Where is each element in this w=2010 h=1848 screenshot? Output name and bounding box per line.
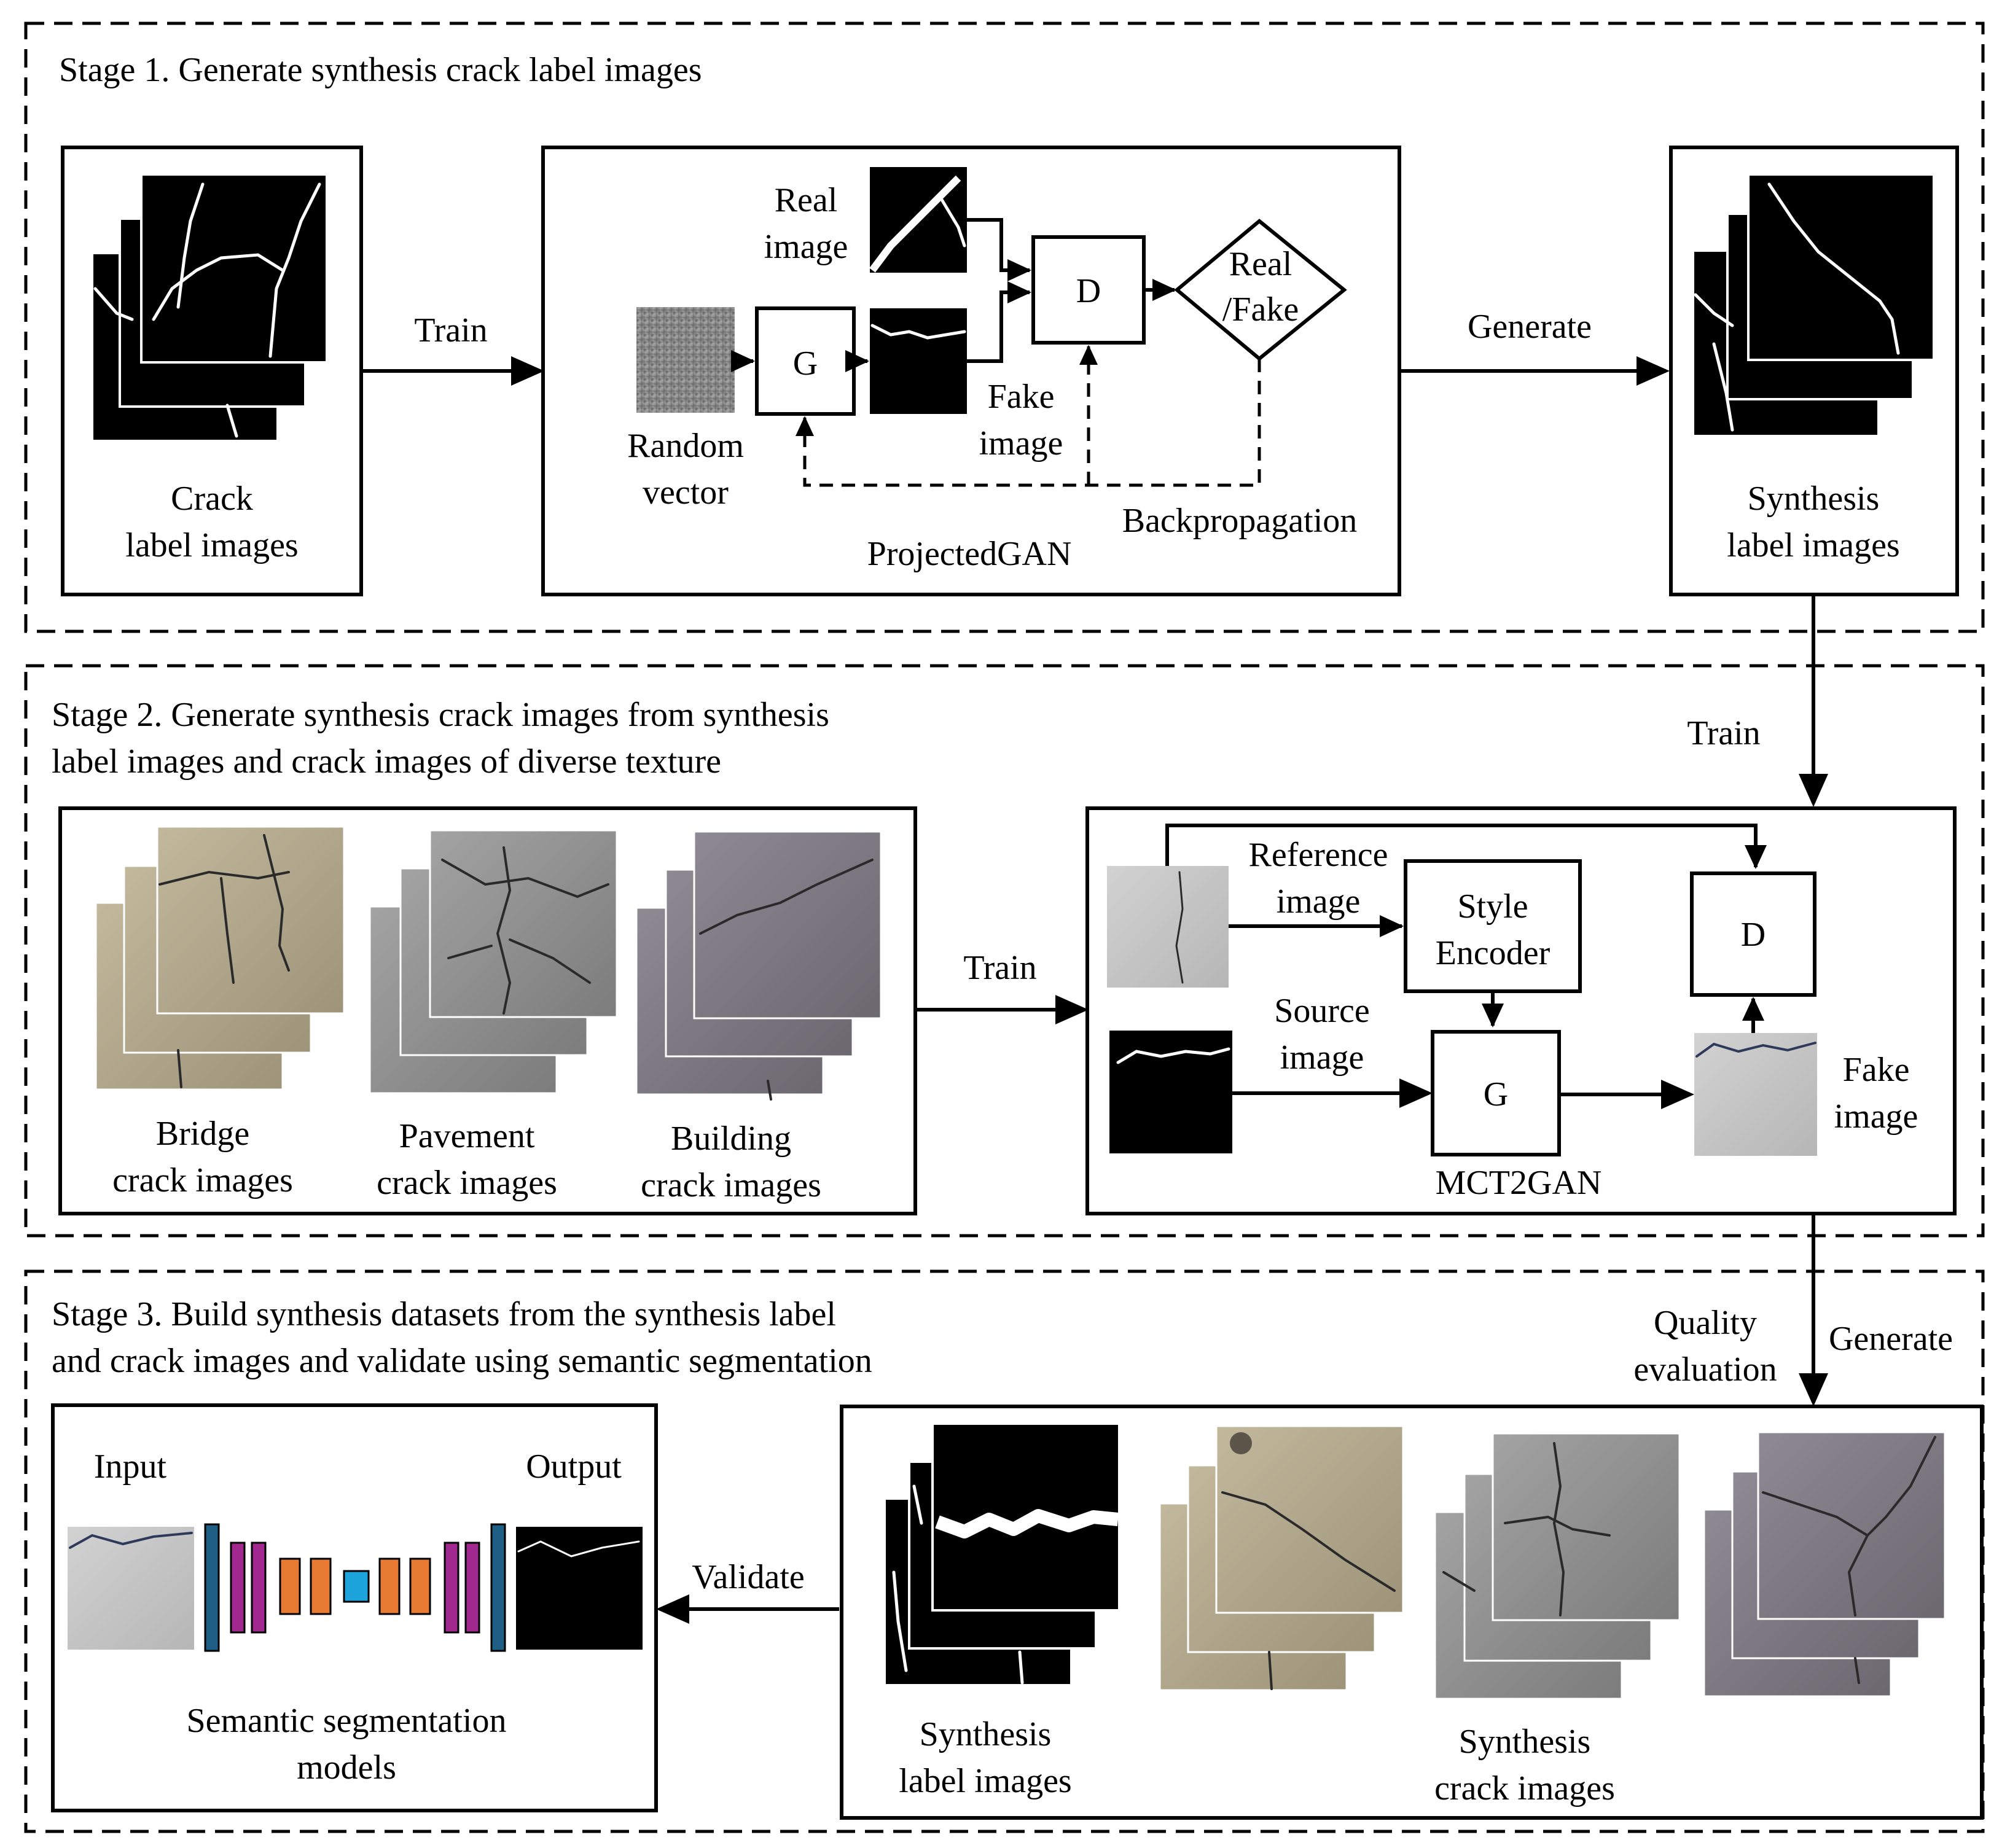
backprop-to-g-arrow bbox=[796, 359, 1261, 487]
stage-2-title-2: label images and crack images of diverse… bbox=[52, 743, 721, 781]
decoder-block-4 bbox=[464, 1542, 480, 1634]
real-fake-label-2: /Fake bbox=[1222, 290, 1299, 329]
stage-3: Stage 3. Build synthesis datasets from t… bbox=[24, 1269, 1985, 1833]
stage-2-title-1: Stage 2. Generate synthesis crack images… bbox=[52, 696, 829, 734]
real-to-d-arrow bbox=[967, 218, 1031, 281]
unet-blocks bbox=[204, 1523, 506, 1652]
real-fake-label-1: Real bbox=[1229, 245, 1292, 283]
synth-label-caption-1: Synthesis bbox=[920, 1715, 1052, 1753]
synth-bridge-stack bbox=[1159, 1425, 1404, 1691]
generate-label-stage1: Generate bbox=[1468, 308, 1592, 346]
stage-2-frame bbox=[24, 664, 1985, 1238]
building-stack bbox=[635, 830, 882, 1101]
input-label: Input bbox=[94, 1448, 167, 1486]
pavement-stack bbox=[369, 829, 618, 1094]
synth-crack-caption-1: Synthesis bbox=[1459, 1723, 1591, 1761]
seg-models-label-1: Semantic segmentation bbox=[187, 1702, 507, 1740]
mct2gan-g-box bbox=[1431, 1030, 1561, 1156]
fake-image-label-2: image bbox=[979, 424, 1063, 462]
crack-label-caption-2: label images bbox=[125, 526, 298, 564]
fake-image-label-stage2-2: image bbox=[1834, 1097, 1918, 1136]
seg-input-thumb bbox=[68, 1527, 194, 1650]
stage-1-title: Stage 1. Generate synthesis crack label … bbox=[59, 51, 702, 89]
train-label-stage2: Train bbox=[963, 949, 1036, 987]
output-label: Output bbox=[526, 1448, 622, 1486]
style-encoder-label-1: Style bbox=[1457, 887, 1528, 926]
train-label-stage1: Train bbox=[414, 311, 487, 349]
backprop-label: Backpropagation bbox=[1122, 502, 1358, 540]
stage-1: Stage 1. Generate synthesis crack label … bbox=[24, 21, 1985, 633]
building-caption-1: Building bbox=[671, 1120, 791, 1158]
fake-image-label-stage2-1: Fake bbox=[1843, 1051, 1910, 1089]
seg-output-thumb bbox=[516, 1527, 643, 1650]
generate-label-stage3: Generate bbox=[1829, 1320, 1953, 1358]
encoder-block-2 bbox=[230, 1542, 246, 1634]
synth-pavement-stack bbox=[1434, 1432, 1681, 1700]
mct2gan-label: MCT2GAN bbox=[1436, 1164, 1602, 1202]
fake-image-label-1: Fake bbox=[988, 378, 1055, 416]
style-encoder-box bbox=[1404, 859, 1582, 993]
decoder-block-1 bbox=[378, 1558, 401, 1615]
generator-g-box bbox=[755, 306, 856, 416]
synthesis-label-caption-2: label images bbox=[1727, 526, 1899, 564]
real-image-label-1: Real bbox=[775, 181, 838, 219]
train-label-right: Train bbox=[1687, 714, 1760, 752]
encoder-block-1 bbox=[204, 1523, 220, 1652]
real-image-thumb bbox=[869, 167, 967, 273]
synthesis-label-stack bbox=[1692, 173, 1935, 437]
discriminator-d-box bbox=[1031, 235, 1146, 345]
discriminator-d-label: D bbox=[1076, 272, 1101, 310]
stage-3-title-2: and crack images and validate using sema… bbox=[52, 1342, 872, 1380]
source-image-thumb bbox=[1109, 1031, 1232, 1153]
reference-to-d-arrow bbox=[1165, 824, 1767, 869]
fake-image-thumb bbox=[870, 308, 967, 414]
random-vector-label-2: vector bbox=[643, 474, 729, 512]
encoder-block-5 bbox=[310, 1558, 332, 1615]
pavement-caption-1: Pavement bbox=[399, 1117, 535, 1155]
decoder-block-2 bbox=[409, 1558, 431, 1615]
bridge-caption-2: crack images bbox=[112, 1161, 293, 1199]
random-vector-label-1: Random bbox=[627, 427, 744, 465]
stage-2: Stage 2. Generate synthesis crack images… bbox=[24, 664, 1985, 1238]
pavement-caption-2: crack images bbox=[377, 1164, 557, 1202]
style-encoder-label-2: Encoder bbox=[1436, 934, 1551, 972]
fake-image-thumb-stage2 bbox=[1694, 1033, 1817, 1156]
quality-label-2: evaluation bbox=[1633, 1351, 1777, 1389]
validate-label: Validate bbox=[692, 1558, 804, 1596]
stage-1-frame bbox=[24, 21, 1985, 633]
bridge-stack bbox=[95, 825, 345, 1091]
quality-label-1: Quality bbox=[1654, 1304, 1757, 1342]
mct2gan-d-box bbox=[1690, 871, 1816, 997]
source-label-1: Source bbox=[1274, 992, 1370, 1030]
projectedgan-label: ProjectedGAN bbox=[867, 535, 1072, 573]
bridge-caption-1: Bridge bbox=[156, 1115, 249, 1153]
building-caption-2: crack images bbox=[641, 1166, 821, 1204]
decoder-block-5 bbox=[490, 1523, 506, 1652]
crack-label-stack bbox=[91, 173, 328, 442]
bottleneck-block bbox=[343, 1570, 370, 1603]
encoder-block-3 bbox=[251, 1542, 267, 1634]
encoder-block-4 bbox=[279, 1558, 301, 1615]
crack-label-caption-1: Crack bbox=[171, 480, 253, 518]
reference-image-thumb bbox=[1107, 866, 1229, 988]
synth-crack-caption-2: crack images bbox=[1434, 1769, 1615, 1807]
mct2gan-d-label: D bbox=[1741, 916, 1766, 954]
synth-building-stack bbox=[1703, 1431, 1946, 1698]
reference-label-2: image bbox=[1277, 883, 1361, 921]
reference-label-1: Reference bbox=[1249, 836, 1388, 874]
synth-label-caption-2: label images bbox=[899, 1762, 1071, 1800]
seg-models-label-2: models bbox=[297, 1749, 396, 1787]
generator-g-label: G bbox=[793, 345, 818, 383]
stage-3-title-1: Stage 3. Build synthesis datasets from t… bbox=[52, 1295, 836, 1333]
random-vector-thumb bbox=[636, 307, 735, 413]
real-image-label-2: image bbox=[764, 228, 848, 266]
mct2gan-g-label: G bbox=[1484, 1075, 1508, 1113]
synthesis-label-caption-1: Synthesis bbox=[1748, 480, 1880, 518]
source-label-2: image bbox=[1280, 1039, 1364, 1077]
fake-to-d-arrow bbox=[967, 281, 1031, 363]
synth-label-stack bbox=[883, 1422, 1120, 1686]
decoder-block-3 bbox=[444, 1542, 459, 1634]
